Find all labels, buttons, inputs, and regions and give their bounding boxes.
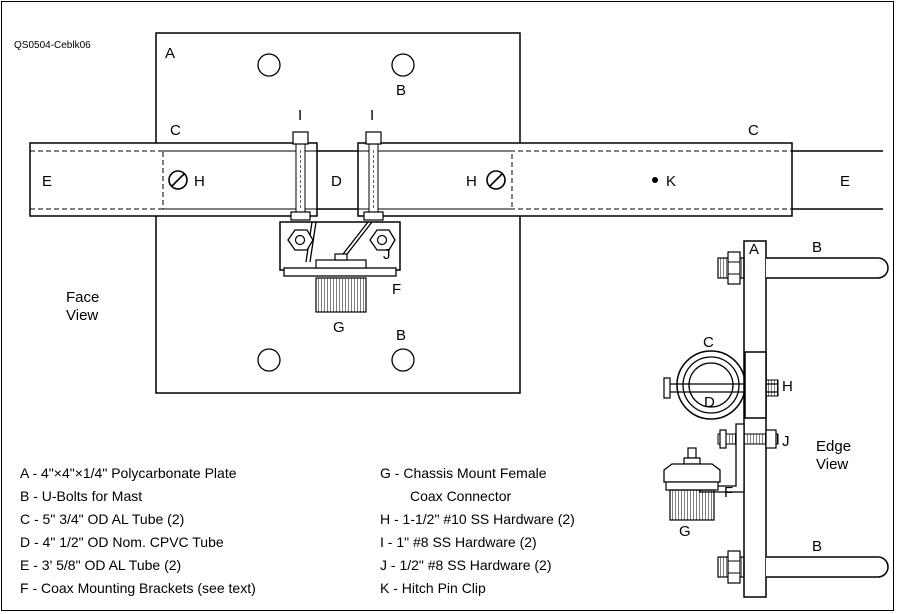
label-j: J [782,433,790,450]
screw-i-right [363,131,384,221]
ubolt-top [717,251,889,285]
label-f: F [724,484,733,501]
label-i: I [370,107,374,124]
label-e: E [840,173,850,190]
edge-view: A B B C D H J F G Edge View [663,239,889,598]
ubolt-hole [391,348,415,372]
face-view-title: View [66,307,98,324]
coax-mounting-brackets [279,221,401,313]
tube-c-right [357,142,793,217]
label-c: C [703,334,714,351]
label-c: C [170,122,181,139]
label-g: G [679,523,691,540]
screw-j-edge [717,429,779,449]
label-g: G [333,319,345,336]
label-b: B [396,327,406,344]
screw-i-left [290,131,311,221]
cpvc-tube-hidden [162,150,513,210]
plate-edge [743,240,767,598]
legend-item: I - 1" #8 SS Hardware (2) [380,534,537,550]
label-h: H [194,173,205,190]
label-b: B [812,538,822,555]
label-a: A [749,241,759,258]
label-c: C [748,122,759,139]
ubolt-hole [257,53,281,77]
coax-connector-edge [663,447,721,521]
screw-h-right [486,170,506,190]
legend-item: D - 4" 1/2" OD Nom. CPVC Tube [20,534,224,550]
legend-item: A - 4"×4"×1/4" Polycarbonate Plate [20,465,237,481]
label-i: I [298,107,302,124]
label-k: K [666,173,676,190]
label-h: H [466,173,477,190]
legend-item: H - 1-1/2" #10 SS Hardware (2) [380,511,575,527]
label-j: J [383,246,391,263]
figure-id: QS0504-Ceblk06 [14,40,91,51]
legend-item: G - Chassis Mount Female [380,465,547,481]
ubolt-bottom [717,550,889,584]
face-view-title: Face [66,289,99,306]
label-b: B [812,239,822,256]
legend-item: E - 3' 5/8" OD AL Tube (2) [20,557,181,573]
legend-item: C - 5" 3/4" OD AL Tube (2) [20,511,184,527]
label-h: H [782,378,793,395]
tube-cross-section [663,350,779,420]
label-f: F [392,281,401,298]
legend-item: B - U-Bolts for Mast [20,488,142,504]
label-d: D [331,173,342,190]
ubolt-hole [257,348,281,372]
edge-view-title: Edge [816,438,851,455]
legend-item: Coax Connector [410,488,512,504]
coax-connector-thread [315,277,367,313]
label-a: A [165,45,175,62]
face-view: A B B C C I I E E H H D K J F G Face Vie… [29,32,883,394]
hitch-pin-clip [652,177,658,183]
legend-item: J - 1/2" #8 SS Hardware (2) [380,557,551,573]
legend-item: F - Coax Mounting Brackets (see text) [20,580,256,596]
screw-h-left [168,170,188,190]
legend-item: K - Hitch Pin Clip [380,580,486,596]
legend-right: G - Chassis Mount Female Coax Connector … [380,465,575,596]
ubolt-hole [391,53,415,77]
edge-view-title: View [816,456,848,473]
label-b: B [396,82,406,99]
label-e: E [42,173,52,190]
legend-left: A - 4"×4"×1/4" Polycarbonate Plate B - U… [20,465,256,596]
label-d: D [704,394,715,411]
